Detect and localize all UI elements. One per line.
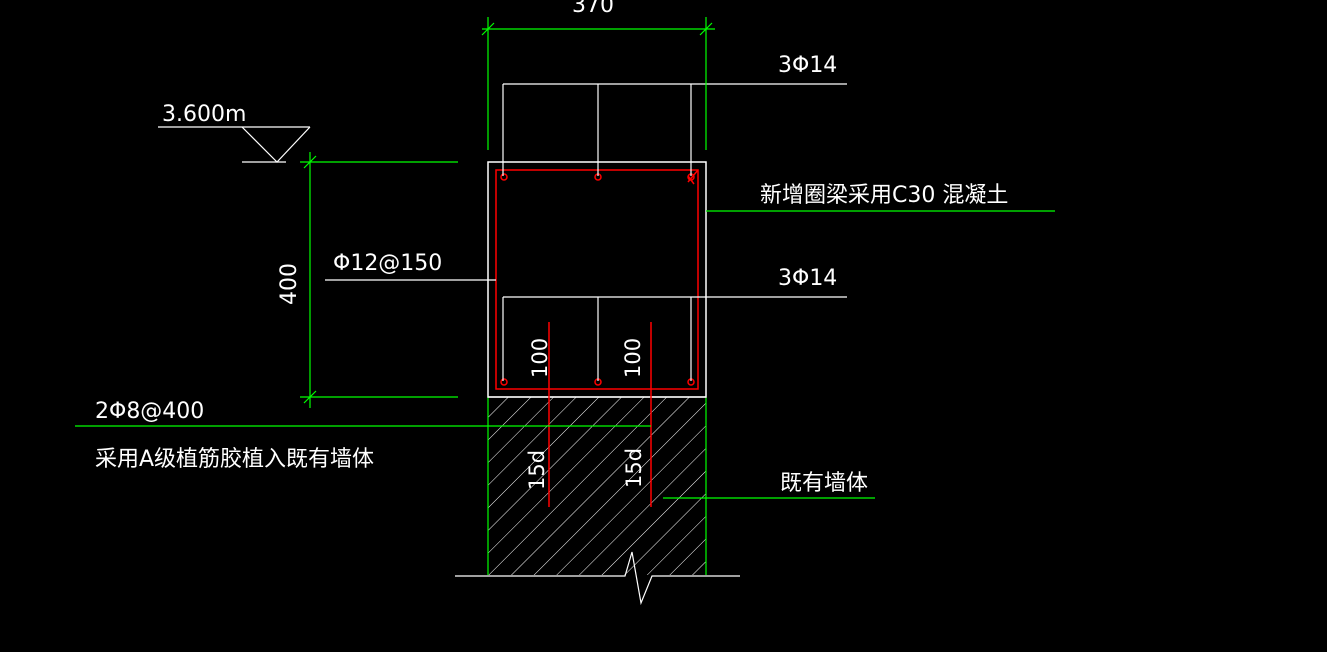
elevation-label: 3.600m [162,102,246,127]
height-dimension-label: 400 [277,263,302,305]
anchor-depth-left: 15d [525,450,549,490]
anchor-spacing-label: 2Φ8@400 [95,399,204,424]
beam-outline [487,161,707,398]
stirrup-label: Φ12@150 [333,251,442,276]
embed-length-right: 100 [621,338,645,378]
embed-length-left: 100 [528,338,552,378]
top-bars-leader [502,83,847,176]
width-dimension-label: 370 [572,0,614,18]
rebar-bottom-left [500,378,508,386]
top-bars-label: 3Φ14 [778,53,837,78]
anchor-note: 采用A级植筋胶植入既有墙体 [95,447,374,472]
height-dimension [300,152,458,408]
elevation-marker [158,126,311,163]
existing-wall-label: 既有墙体 [780,471,868,496]
break-line [455,551,740,606]
bottom-bars-label: 3Φ14 [778,266,837,291]
stirrup [495,169,699,390]
bottom-bars-leader [502,296,847,381]
width-dimension [481,17,715,150]
anchor-depth-right: 15d [622,448,646,488]
concrete-note: 新增圈梁采用C30 混凝土 [760,183,1008,208]
rebar-top-left [500,173,508,181]
existing-wall [487,396,707,575]
